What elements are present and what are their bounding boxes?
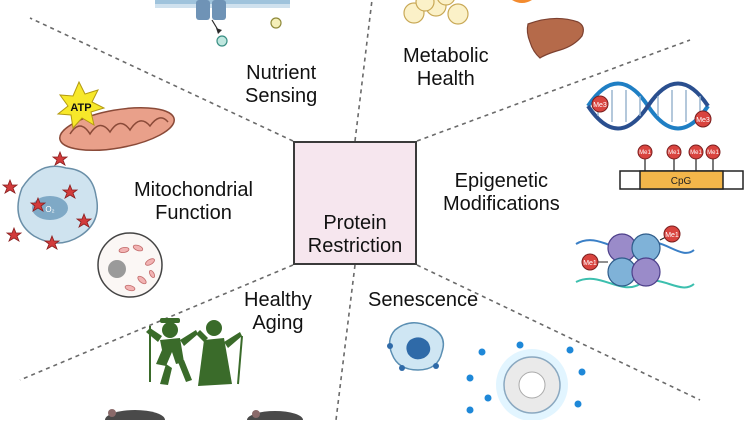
nutrient-molecule <box>270 17 282 29</box>
methyl-label: Me1 <box>583 260 597 267</box>
dancing-elders-icon <box>146 318 243 386</box>
oxygen-label: O₂ <box>45 205 54 214</box>
label-line: Senescence <box>368 289 479 311</box>
liver-icon <box>526 17 584 59</box>
divider-bottom <box>335 264 356 421</box>
atp-label: ATP <box>70 102 91 114</box>
label-healthy-aging: Healthy Aging <box>244 289 312 335</box>
divider-lines <box>19 0 701 421</box>
label-metabolic-health: Metabolic Health <box>403 45 489 91</box>
center-box <box>293 141 417 265</box>
label-line: Mitochondrial <box>134 179 253 201</box>
label-line: Function <box>155 202 232 224</box>
center-title: Protein Restriction <box>293 212 417 258</box>
label-mitochondrial-function: Mitochondrial Function <box>134 179 253 225</box>
atp-burst-icon <box>56 80 106 130</box>
label-nutrient-sensing: Nutrient Sensing <box>245 62 317 108</box>
orange-fruit-icon <box>512 0 532 3</box>
divider-upper-right <box>416 39 691 142</box>
methyl-label: Me1 <box>707 150 719 156</box>
methyl-label: Me3 <box>593 102 607 109</box>
nucleosome-icon: Me1 Me1 <box>575 225 695 289</box>
methyl-label: Me1 <box>665 232 679 239</box>
cpg-label: CpG <box>671 176 692 187</box>
divider-top <box>354 0 373 142</box>
senescent-cell-icon <box>387 322 445 371</box>
label-epigenetic-modifications: Epigenetic Modifications <box>443 170 560 216</box>
label-line: Metabolic <box>403 45 489 67</box>
methyl-label: Me1 <box>668 150 680 156</box>
cell-organelles-icon <box>97 232 163 298</box>
label-line: Nutrient <box>246 62 317 84</box>
methyl-label: Me3 <box>696 117 710 124</box>
fat-cells-icon <box>403 0 469 25</box>
mouse-icon <box>105 409 303 425</box>
receptor-icon <box>155 0 290 47</box>
divider-lower-left <box>19 264 294 381</box>
center-title-line1: Protein <box>323 212 387 234</box>
dna-methylation-icon: Me3 Me3 <box>586 81 712 131</box>
label-line: Modifications <box>443 193 560 215</box>
label-line: Healthy <box>244 289 312 311</box>
methyl-label: Me1 <box>690 150 702 156</box>
label-line: Health <box>416 68 475 90</box>
label-line: Sensing <box>245 85 318 107</box>
label-line: Epigenetic <box>454 170 549 192</box>
sasp-cell-icon <box>466 341 586 421</box>
mitochondria-icon: ATP <box>56 80 175 151</box>
methyl-label: Me1 <box>639 150 651 156</box>
divider-upper-left <box>29 17 294 142</box>
label-line: Aging <box>252 312 304 334</box>
cpg-island-icon: CpG Me1 Me1 Me1 Me1 <box>619 144 744 190</box>
ros-cell-icon: O₂ <box>1 150 98 250</box>
label-senescence: Senescence <box>368 289 478 312</box>
nutrient-molecule <box>216 35 228 47</box>
center-title-line2: Restriction <box>307 235 403 257</box>
